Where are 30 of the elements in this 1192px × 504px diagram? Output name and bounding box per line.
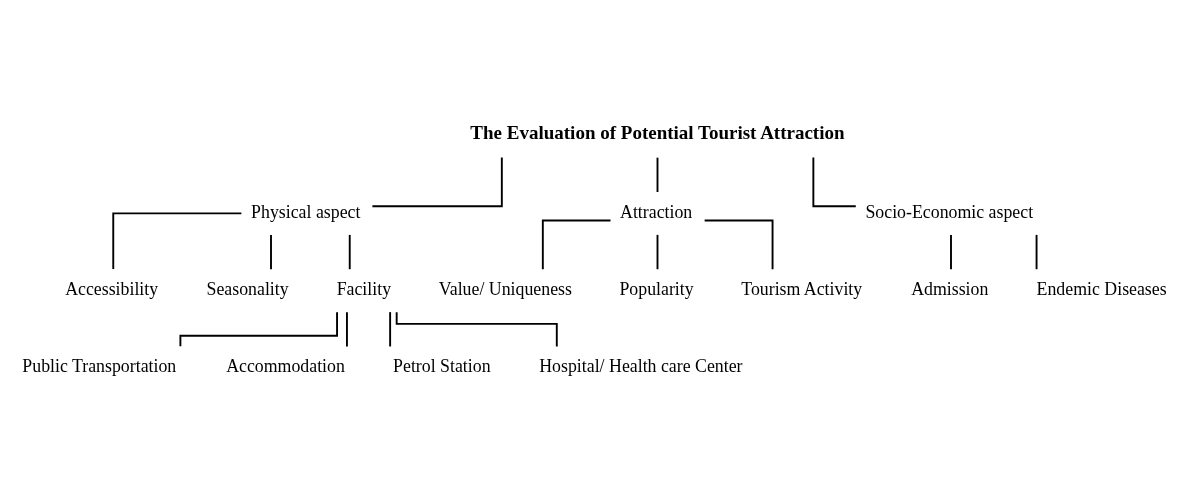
connector <box>1035 233 1038 271</box>
node-text: Value/ Uniqueness <box>438 278 572 299</box>
node-text: Seasonality <box>206 278 289 299</box>
node-text: Public Transportation <box>22 356 177 377</box>
node-text: Accessibility <box>65 278 159 299</box>
connector <box>346 311 348 348</box>
connector <box>541 219 612 271</box>
node-text: Facility <box>336 278 392 299</box>
node-text: Admission <box>911 278 989 299</box>
node-text: Endemic Diseases <box>1036 278 1167 299</box>
node-text: Tourism Activity <box>741 278 863 299</box>
node-text: Socio-Economic aspect <box>865 201 1034 222</box>
connector <box>395 311 558 348</box>
connector <box>656 233 659 271</box>
connector <box>348 233 351 271</box>
node-text: Popularity <box>619 278 694 299</box>
node-text: The Evaluation of Potential Tourist Attraction <box>470 122 845 144</box>
connector <box>812 156 857 208</box>
node-text: Accommodation <box>226 356 345 377</box>
connector <box>112 212 243 271</box>
connector <box>389 311 392 348</box>
connector <box>371 156 503 208</box>
connector <box>703 219 774 271</box>
node-text: Attraction <box>620 201 693 222</box>
connector <box>950 233 952 271</box>
node-text: Hospital/ Health care Center <box>539 356 743 377</box>
connector <box>270 233 272 271</box>
node-text: Physical aspect <box>251 201 361 222</box>
node-text: Petrol Station <box>393 356 491 377</box>
connector <box>656 156 659 193</box>
